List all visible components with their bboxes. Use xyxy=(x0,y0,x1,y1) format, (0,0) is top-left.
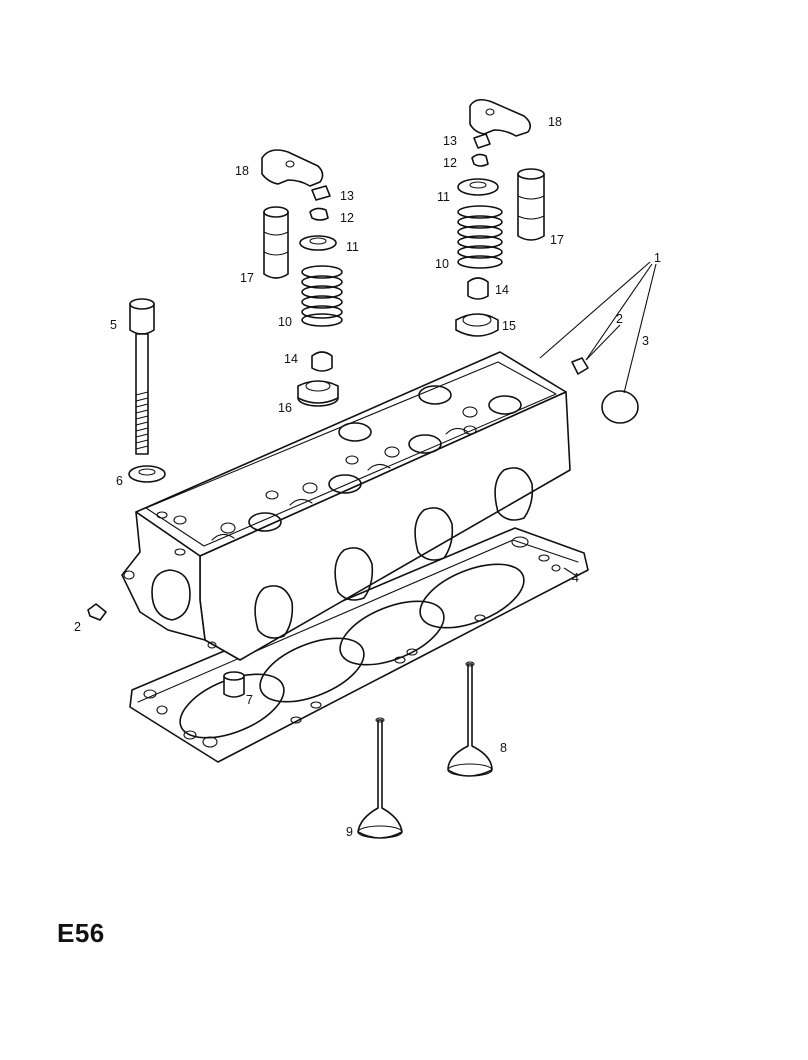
callout-15: 15 xyxy=(502,319,516,333)
callout-3: 3 xyxy=(642,334,649,348)
callout-9: 9 xyxy=(346,825,353,839)
callout-18-left: 18 xyxy=(235,164,249,178)
callout-16: 16 xyxy=(278,401,292,415)
callout-4: 4 xyxy=(572,571,579,585)
cylinder-head xyxy=(121,351,571,661)
callout-2-left: 2 xyxy=(74,620,81,634)
callout-14-left: 14 xyxy=(284,352,298,366)
callout-8: 8 xyxy=(500,741,507,755)
dowel-left xyxy=(87,603,107,621)
callout-17-right: 17 xyxy=(550,233,564,247)
callout-5: 5 xyxy=(110,318,117,332)
callout-11-right: 11 xyxy=(437,190,450,204)
callout-12-left: 12 xyxy=(340,211,354,225)
head-gasket xyxy=(129,527,589,763)
callout-12-right: 12 xyxy=(443,156,457,170)
leader-lines xyxy=(539,261,657,576)
hydraulic-tappet-right xyxy=(517,168,545,241)
spring-cap-right xyxy=(457,178,499,196)
callout-10-right: 10 xyxy=(435,257,449,271)
valve-seal-right xyxy=(471,153,489,167)
callouts: 18 13 12 11 17 10 14 16 5 6 2 18 13 12 1… xyxy=(74,115,661,839)
callout-10-left: 10 xyxy=(278,315,292,329)
tappet-guide-7 xyxy=(223,671,245,698)
spring-cap-left xyxy=(299,235,337,251)
collet-left xyxy=(311,185,331,201)
hydraulic-tappet-left xyxy=(263,206,289,279)
valve-spring-left xyxy=(301,265,343,327)
sealing-plug xyxy=(601,390,639,424)
left-valve-train xyxy=(261,149,343,407)
valve-8 xyxy=(447,661,493,777)
callout-1: 1 xyxy=(654,251,661,265)
callout-18-right: 18 xyxy=(548,115,562,129)
right-valve-train xyxy=(455,98,545,337)
callout-11-left: 11 xyxy=(346,240,359,254)
callout-13-left: 13 xyxy=(340,189,354,203)
valve-seal-left xyxy=(309,207,329,221)
callout-7: 7 xyxy=(246,693,253,707)
spring-seat-left xyxy=(297,380,339,407)
collet-right xyxy=(473,133,491,149)
callout-6: 6 xyxy=(116,474,123,488)
head-bolt xyxy=(129,298,155,455)
callout-17-left: 17 xyxy=(240,271,254,285)
callout-2-right: 2 xyxy=(616,312,623,326)
stem-seal-right xyxy=(467,277,489,300)
valve-9 xyxy=(357,717,403,839)
valve-spring-right xyxy=(457,205,503,269)
spring-seat-right xyxy=(455,313,499,337)
callout-13-right: 13 xyxy=(443,134,457,148)
bolt-washer xyxy=(128,465,166,483)
stem-seal-left xyxy=(311,351,333,372)
diagram-code: E56 xyxy=(57,918,105,948)
rocker-arm-right xyxy=(469,98,532,137)
callout-14-right: 14 xyxy=(495,283,509,297)
rocker-arm-left xyxy=(261,149,324,187)
dowel-right xyxy=(571,357,589,375)
